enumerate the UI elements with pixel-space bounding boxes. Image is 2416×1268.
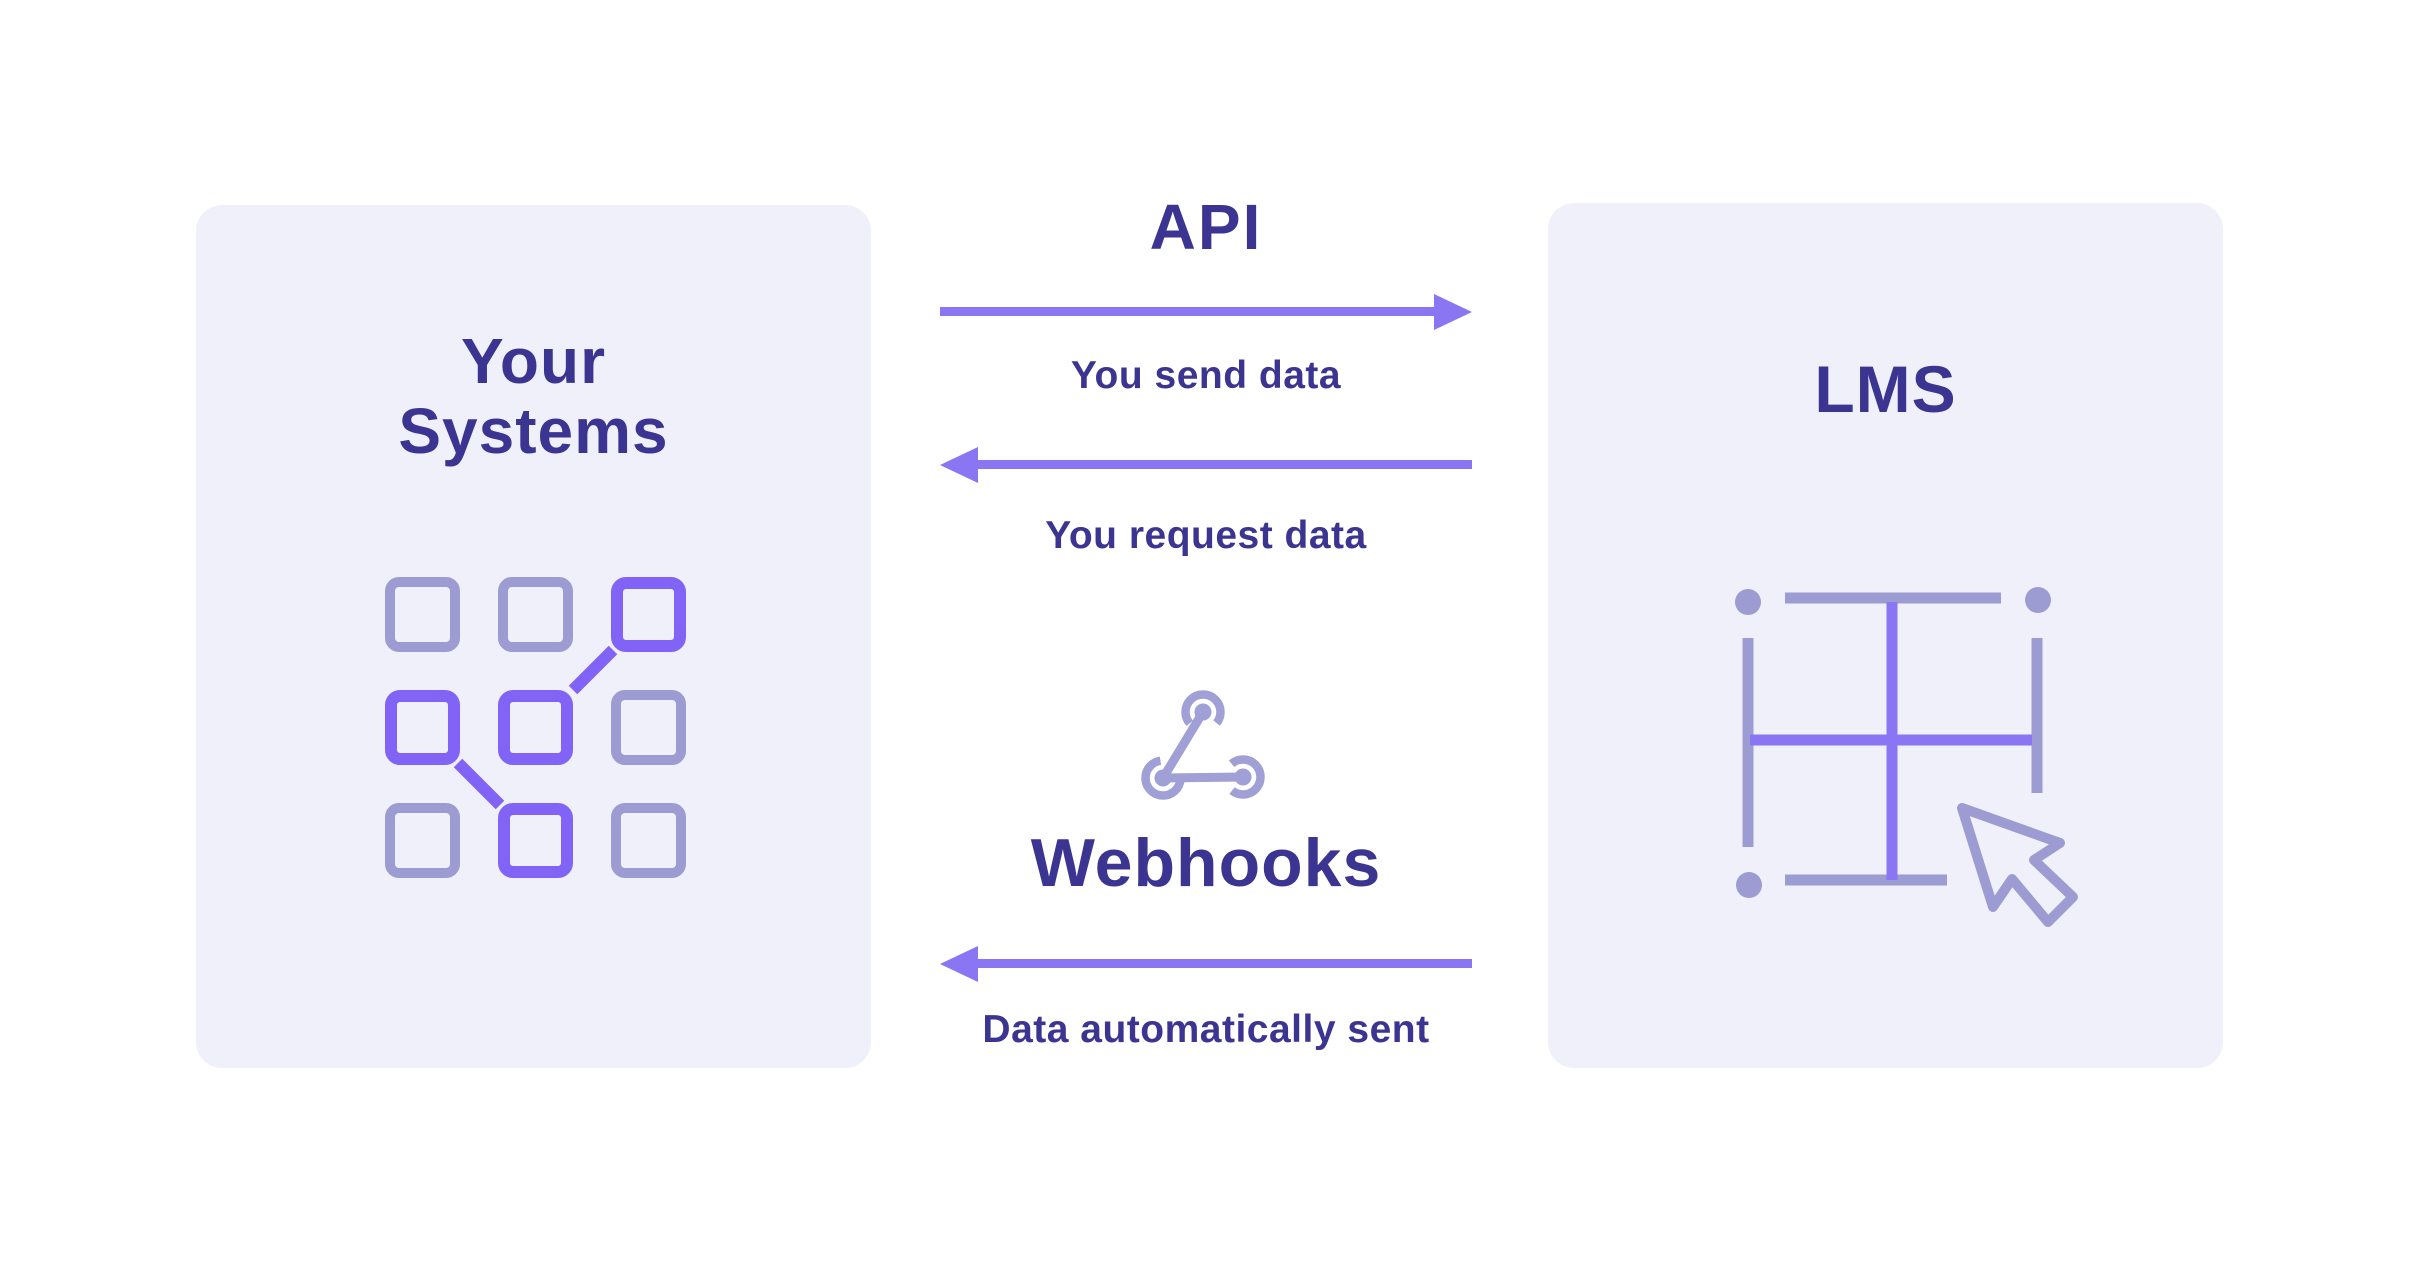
api-send-arrow-head bbox=[1434, 294, 1472, 330]
webhooks-sent-label: Data automatically sent bbox=[982, 1008, 1430, 1051]
your-systems-card bbox=[196, 205, 871, 1068]
webhooks-sent-arrow bbox=[940, 942, 1472, 986]
webhooks-title: Webhooks bbox=[1030, 825, 1382, 901]
webhooks-sent-arrow-head bbox=[940, 946, 978, 982]
api-request-arrow-head bbox=[940, 447, 978, 483]
api-title: API bbox=[1149, 191, 1263, 263]
api-request-arrow bbox=[940, 443, 1472, 487]
your-systems-title-line1: Your bbox=[460, 325, 607, 397]
api-send-arrow-line bbox=[940, 307, 1440, 316]
webhooks-sent-arrow-line bbox=[972, 959, 1472, 968]
api-send-label: You send data bbox=[1070, 354, 1342, 397]
your-systems-title-line2: Systems bbox=[398, 395, 669, 467]
lms-card bbox=[1548, 203, 2223, 1068]
webhook-icon bbox=[1141, 690, 1265, 800]
table-grid-cursor-icon bbox=[1735, 587, 2078, 927]
connected-squares-icon bbox=[385, 577, 686, 878]
lms-title: LMS bbox=[1814, 352, 1957, 426]
api-send-arrow bbox=[940, 290, 1472, 334]
api-request-arrow-line bbox=[972, 460, 1472, 469]
cursor-icon bbox=[1957, 803, 2078, 927]
your-systems-title: Your Systems bbox=[196, 326, 871, 466]
api-request-label: You request data bbox=[1045, 514, 1367, 557]
